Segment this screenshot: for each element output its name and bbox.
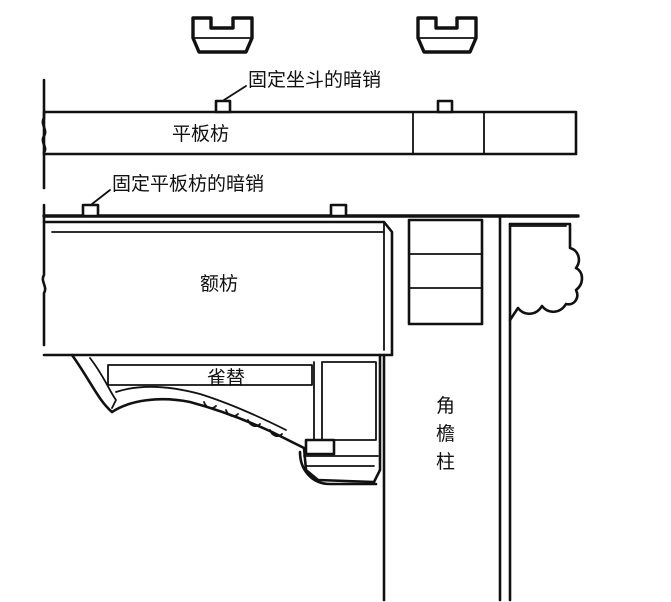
- pin-banfang-right: [329, 203, 348, 218]
- queti-bracket: [70, 353, 382, 486]
- zuo-dou-left: [191, 16, 254, 54]
- zuo-dou-right: [416, 16, 478, 54]
- label-dou-pin: 固定坐斗的暗销: [248, 69, 381, 91]
- leader-lines: [91, 85, 247, 205]
- label-banfang-pin: 固定平板枋的暗销: [112, 173, 264, 195]
- label-column-char-1: 角: [436, 395, 455, 417]
- pingbanfang-beam: [42, 110, 578, 156]
- label-pingbanfang: 平板枋: [172, 123, 229, 145]
- pin-dou-left: [214, 99, 232, 114]
- pin-banfang-left: [81, 203, 100, 218]
- label-efang: 额枋: [200, 273, 238, 295]
- efang-tenon: [407, 214, 512, 602]
- pin-dou-right: [436, 99, 454, 114]
- efang-beam: [42, 220, 394, 357]
- efang-haitou: [508, 222, 584, 322]
- label-column-char-2: 檐: [436, 423, 455, 445]
- label-queti: 雀替: [207, 367, 245, 389]
- label-column-char-3: 柱: [436, 451, 455, 473]
